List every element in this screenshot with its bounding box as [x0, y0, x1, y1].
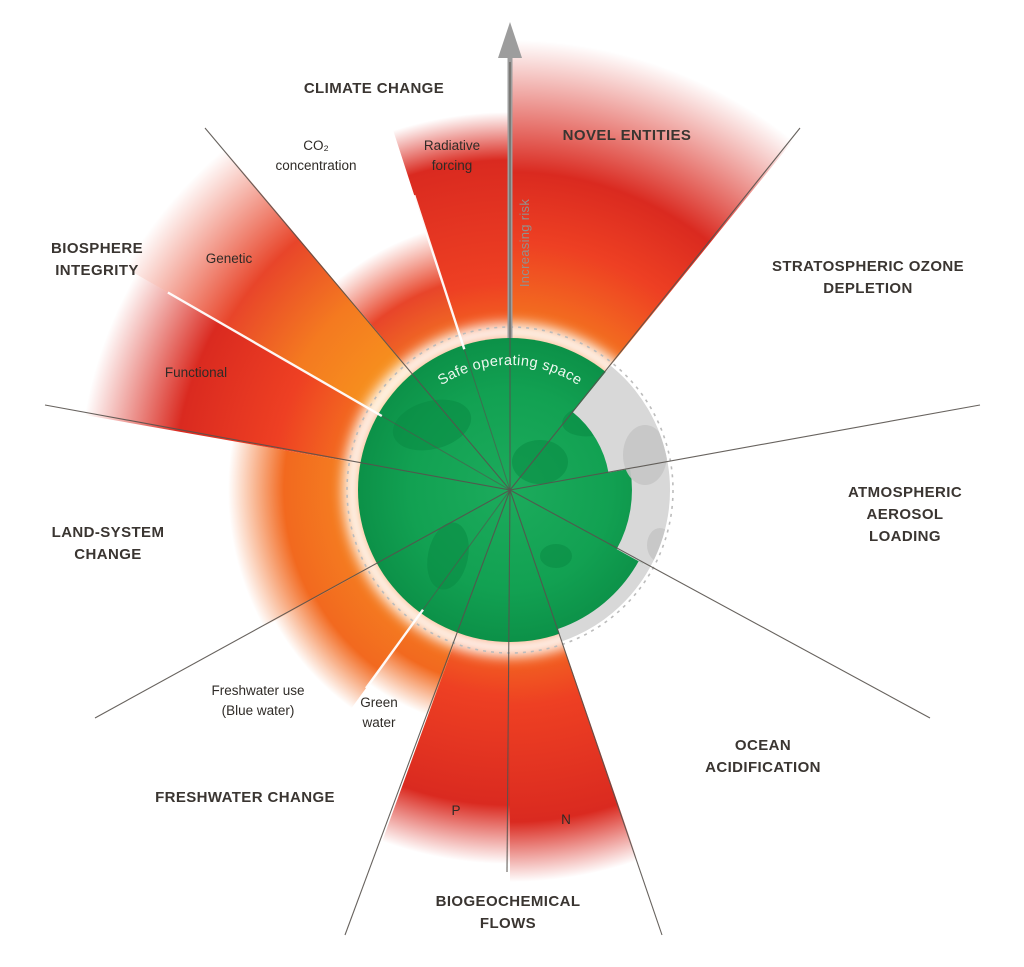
- label-co2-concentration: CO₂: [303, 138, 329, 153]
- inner-spoke: [421, 489, 511, 612]
- subwedge-separator: [365, 608, 424, 689]
- labels-layer: CLIMATE CHANGE CO₂ concentration Radiative f…: [51, 80, 964, 932]
- grey-sector-ocean-acidification: [557, 561, 650, 642]
- divider-line: [509, 404, 981, 491]
- label-green-water: water: [361, 715, 396, 730]
- divider-line: [94, 489, 511, 719]
- divider-line: [509, 489, 931, 719]
- divider-line: [44, 404, 511, 491]
- label-biosphere-integrity: BIOSPHERE: [51, 240, 143, 257]
- label-land-system-change: LAND-SYSTEM: [52, 524, 165, 541]
- label-ocean-acidification: ACIDIFICATION: [705, 759, 821, 776]
- label-radiative-forcing: Radiative: [424, 138, 480, 153]
- sector-divider-lines: [44, 62, 981, 936]
- label-atmospheric-aerosol-loading: LOADING: [869, 528, 941, 545]
- label-biosphere-integrity: INTEGRITY: [55, 262, 139, 279]
- label-blue-water: Freshwater use: [211, 683, 304, 698]
- divider-line: [509, 489, 663, 936]
- label-atmospheric-aerosol-loading: AEROSOL: [867, 506, 944, 523]
- label-genetic: Genetic: [206, 251, 253, 266]
- boundary-dashed-circle: [346, 326, 674, 654]
- label-functional: Functional: [165, 365, 227, 380]
- label-novel-entities: NOVEL ENTITIES: [563, 127, 692, 144]
- label-biogeochemical-flows: BIOGEOCHEMICAL: [436, 893, 581, 910]
- risk-arrow-head: [498, 22, 522, 58]
- label-freshwater-change: FRESHWATER CHANGE: [155, 789, 335, 806]
- divider-line: [509, 127, 801, 491]
- label-green-water: Green: [360, 695, 398, 710]
- label-blue-water: (Blue water): [222, 703, 295, 718]
- subwedge-separator: [413, 194, 466, 350]
- inner-spoke: [379, 414, 511, 491]
- label-nitrogen: N: [561, 812, 571, 827]
- label-radiative-forcing: forcing: [432, 158, 473, 173]
- label-biogeochemical-flows: FLOWS: [480, 915, 536, 932]
- label-stratospheric-ozone-depletion: DEPLETION: [823, 280, 912, 297]
- label-land-system-change: CHANGE: [74, 546, 141, 563]
- label-ocean-acidification: OCEAN: [735, 737, 791, 754]
- divider-line: [204, 127, 511, 491]
- label-co2-concentration: concentration: [275, 158, 356, 173]
- divider-line: [344, 489, 511, 936]
- label-stratospheric-ozone-depletion: STRATOSPHERIC OZONE: [772, 258, 964, 275]
- label-climate-change: CLIMATE CHANGE: [304, 80, 444, 97]
- subwedge-separator: [167, 291, 383, 418]
- inner-spoke: [463, 347, 511, 491]
- label-phosphorus: P: [451, 803, 460, 818]
- subwedge-separators: [167, 194, 466, 689]
- divider-line: [506, 489, 511, 873]
- label-increasing-risk: Increasing risk: [517, 199, 532, 288]
- label-atmospheric-aerosol-loading: ATMOSPHERIC: [848, 484, 962, 501]
